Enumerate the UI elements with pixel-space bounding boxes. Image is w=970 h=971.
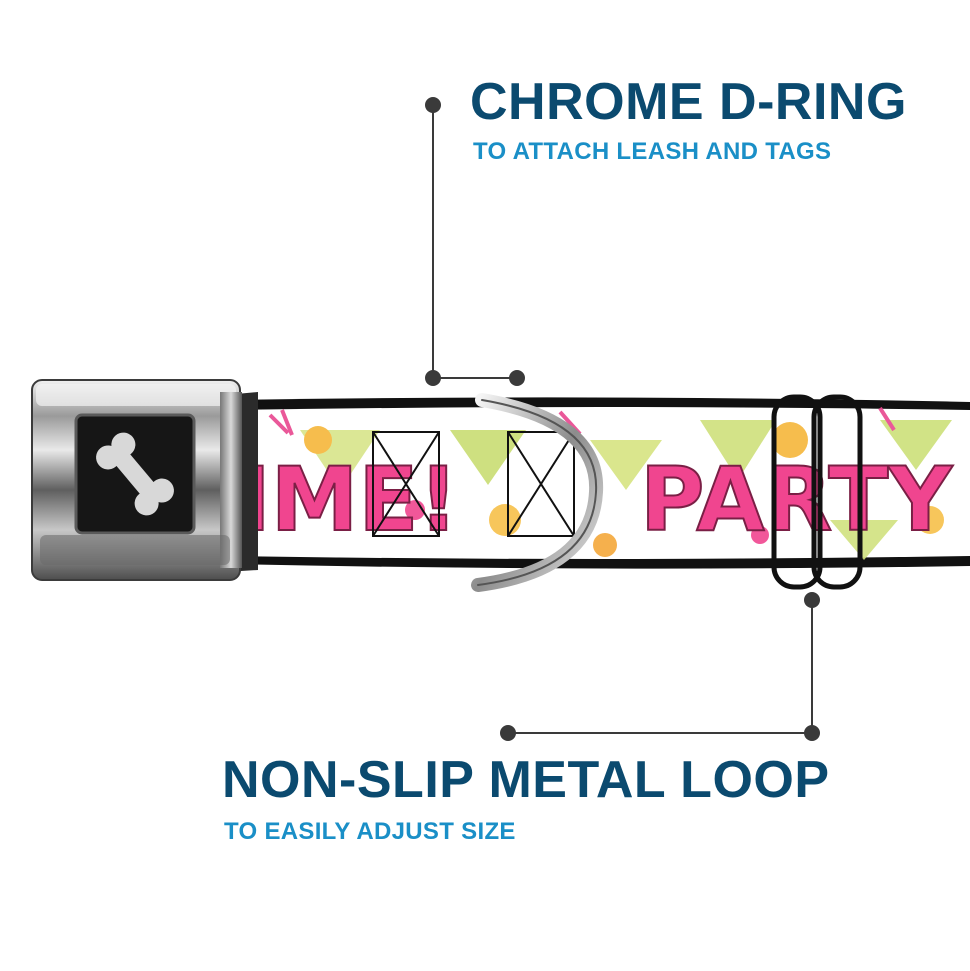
metal-loop-icon	[771, 394, 863, 590]
print-text-left: IME!	[238, 448, 459, 551]
d-ring-callout-title: CHROME D-RING	[470, 73, 907, 131]
bone-icon	[96, 432, 174, 516]
d-ring-callout-subtitle: TO ATTACH LEASH AND TAGS	[473, 138, 832, 165]
collar-strap: IME! PARTY TI	[230, 397, 970, 569]
metal-loop-leader-line	[500, 592, 820, 741]
metal-loop-callout-title: NON-SLIP METAL LOOP	[222, 751, 830, 809]
cocktail-pattern: IME! PARTY TI	[237, 406, 970, 560]
metal-loop-callout-subtitle: TO EASILY ADJUST SIZE	[224, 818, 516, 845]
seatbelt-buckle-icon	[31, 379, 242, 581]
d-ring-icon	[471, 393, 604, 592]
print-text-right: PARTY TI	[640, 448, 970, 551]
d-ring-leader-line	[425, 97, 525, 386]
